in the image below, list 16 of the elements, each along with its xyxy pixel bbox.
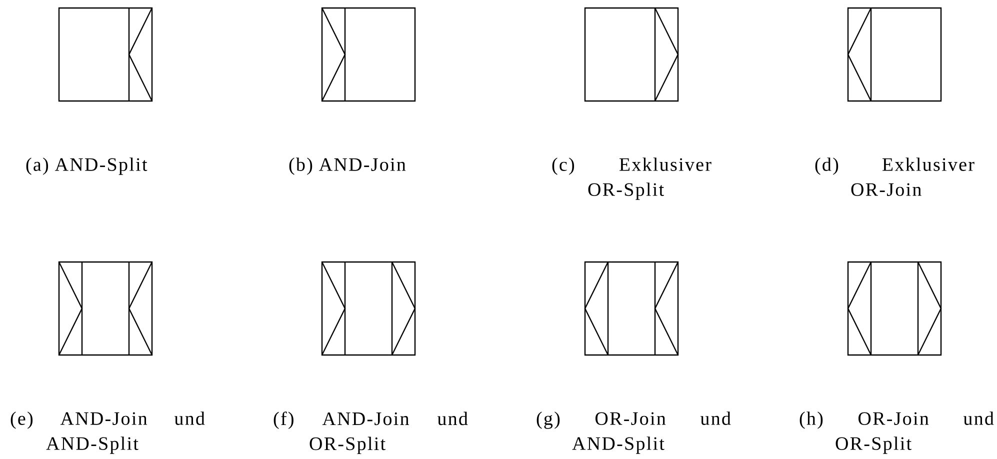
task-symbol	[58, 7, 153, 102]
task-symbol	[584, 261, 679, 356]
node-label: (g) OR-Join und AND-Split	[536, 412, 731, 454]
task-symbol	[321, 7, 416, 102]
task-symbol	[321, 261, 416, 356]
node-label: (e) AND-Join und AND-Split	[10, 412, 205, 454]
task-symbol	[847, 7, 942, 102]
node-label: (b) AND-Join	[289, 158, 406, 175]
node-label: (d) Exklusiver OR-Join	[815, 158, 974, 196]
node-label: (c) Exklusiver OR-Split	[552, 158, 712, 200]
node-label: (f) AND-Join und OR-Split	[274, 412, 468, 454]
node-label: (a) AND-Split	[26, 158, 148, 175]
task-symbol	[58, 261, 153, 356]
node-label: (h) OR-Join und OR-Split	[800, 412, 994, 454]
task-symbol	[847, 261, 942, 356]
task-symbol	[584, 7, 679, 102]
